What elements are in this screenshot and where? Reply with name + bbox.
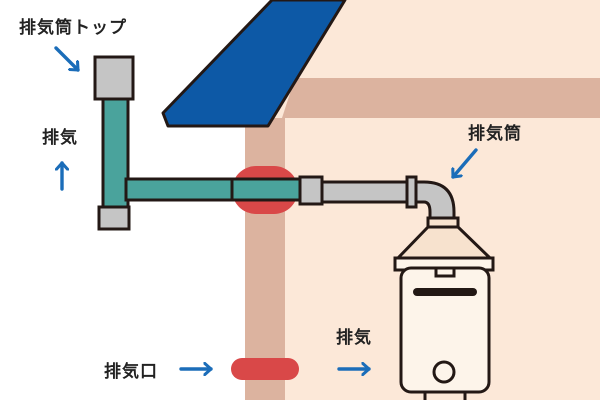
pipe-coupler	[298, 175, 324, 206]
gray-exhaust-pipe	[318, 180, 422, 204]
arrow-top-icon	[54, 46, 80, 72]
label-exhaust-right: 排気	[336, 328, 372, 348]
wall-column	[245, 118, 285, 400]
exhaust-top-cap	[93, 55, 135, 101]
label-exhaust-port: 排気口	[104, 362, 158, 382]
ceiling-beam	[282, 78, 600, 118]
exhaust-port	[231, 358, 299, 380]
seal-pipe-segment	[230, 177, 306, 202]
roof	[161, 0, 347, 128]
label-exhaust-pipe: 排気筒	[468, 124, 522, 144]
pipe-elbow-fitting	[97, 205, 131, 231]
label-exhaust-up: 排気	[42, 128, 78, 148]
label-exhaust-top: 排気筒トップ	[19, 18, 127, 38]
heater-knob	[432, 360, 456, 384]
heater-bracket	[434, 266, 456, 278]
pipe-joint-ring	[405, 175, 418, 209]
vertical-teal-pipe	[101, 94, 130, 216]
arrow-pipe-icon	[453, 148, 478, 179]
heater-vent-slot	[413, 288, 477, 296]
